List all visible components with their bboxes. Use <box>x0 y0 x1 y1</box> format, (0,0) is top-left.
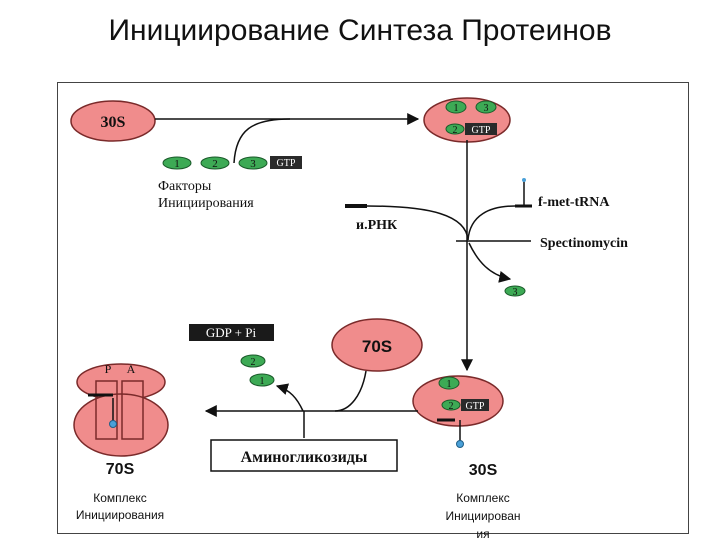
aminoglycosides-box <box>210 439 398 472</box>
factor-row-3-label: 3 <box>250 158 256 170</box>
trna-merge-curve <box>467 205 516 241</box>
factor-row-2-label: 2 <box>212 158 218 170</box>
factor-row-1-label: 1 <box>174 158 180 170</box>
factors-text-line2: Инициирования <box>158 196 254 211</box>
aminoglycosides-label: Аминогликозиды <box>241 449 368 466</box>
gtp-row-box <box>270 156 302 169</box>
page-title: Инициирование Синтеза Протеинов <box>108 14 612 47</box>
arrow-factor-release <box>275 383 304 412</box>
complex-gtp-label: GTP <box>466 401 485 412</box>
ribosome-70s-complex: P A <box>73 362 169 457</box>
site-p-box <box>95 380 118 440</box>
released-factor-2-label: 2 <box>251 357 256 368</box>
join-curve-70s <box>334 370 367 412</box>
factors-text-line1: Факторы <box>158 179 212 194</box>
gtp-label: GTP <box>472 125 491 136</box>
complex-factor-2-icon <box>441 399 461 411</box>
ribosome-30s-bound: 1 3 2 GTP <box>423 97 511 143</box>
initiation-factors-row: 1 2 3 GTP <box>162 156 302 170</box>
factor-1-label: 1 <box>454 103 459 114</box>
factor-1-icon <box>445 100 467 114</box>
mrna-label: и.РНК <box>356 218 398 233</box>
complex-factor-2-label: 2 <box>449 401 454 412</box>
site-p-label: P <box>105 362 112 376</box>
ribosome-30s-top-label: 30S <box>101 114 126 131</box>
released-factor-1-label: 1 <box>260 376 265 387</box>
complex-factor-1-icon <box>438 376 460 390</box>
complex-right-label: 30S <box>469 462 498 479</box>
factor-released-3-label: 3 <box>513 287 518 298</box>
released-factor-2-icon <box>240 354 266 368</box>
ribosome-70s-center: 70S <box>331 318 423 372</box>
complex-gtp-box <box>461 399 489 411</box>
gtp-box <box>465 123 497 135</box>
mrna-merge-curve <box>366 205 469 241</box>
factor-2-icon <box>445 123 465 135</box>
factor-row-3-icon <box>238 156 268 170</box>
trna-label: f-met-tRNA <box>538 195 610 210</box>
factor-row-2-icon <box>200 156 230 170</box>
complex-left-caption2: Инициирования <box>76 508 164 522</box>
site-a-box <box>121 380 144 440</box>
factor-3-icon <box>475 100 497 114</box>
gdp-label: GDP + Pi <box>206 325 257 340</box>
spectinomycin-label: Spectinomycin <box>540 236 628 251</box>
ribosome-70s-center-label: 70S <box>362 337 392 356</box>
released-factor-1-icon <box>249 373 275 387</box>
diagram-frame <box>57 82 689 534</box>
trna-icon <box>515 178 532 208</box>
complex-left-label: 70S <box>106 461 135 478</box>
factor-join-line <box>233 118 291 164</box>
factor-released-3-icon <box>504 285 526 297</box>
gtp-row-label: GTP <box>277 158 296 169</box>
site-a-label: A <box>127 362 136 376</box>
factor-3-label: 3 <box>484 103 489 114</box>
ribosome-30s-complex: 1 2 GTP <box>412 375 504 448</box>
ribosome-30s-top: 30S <box>70 100 156 142</box>
complex-right-caption1: Комплекс <box>456 491 509 505</box>
arrow-factor3-release <box>468 242 512 283</box>
factor-2-label: 2 <box>453 125 458 136</box>
complex-right-caption3: ия <box>476 527 489 540</box>
complex-factor-1-label: 1 <box>447 379 452 390</box>
complex-left-caption1: Комплекс <box>93 491 146 505</box>
factor-row-1-icon <box>162 156 192 170</box>
gdp-box <box>189 324 274 341</box>
complex-right-caption2: Инициирован <box>445 509 520 523</box>
